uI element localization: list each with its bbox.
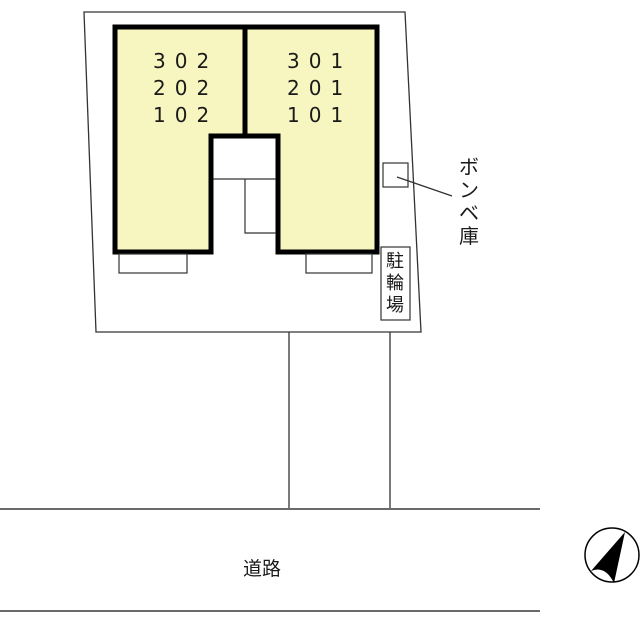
bicycle-parking-label: 駐輪場 [386, 251, 404, 316]
gas-cylinder-storage-box [382, 162, 409, 188]
unit-102: 102 [153, 103, 219, 127]
left-unit-numbers: 302 202 102 [153, 48, 218, 129]
building-outline [112, 24, 380, 255]
road-label: 道路 [243, 558, 282, 580]
unit-101: 101 [287, 103, 353, 127]
stair-outline [244, 179, 276, 234]
right-unit-numbers: 301 201 101 [287, 48, 352, 129]
unit-301: 301 [287, 49, 353, 73]
gas-storage-leader-line [396, 176, 453, 197]
north-arrow-icon [584, 527, 640, 583]
right-balcony [305, 253, 373, 274]
gas-cylinder-storage-label: ボンベ庫 [459, 155, 479, 248]
unit-202: 202 [153, 76, 219, 100]
unit-302: 302 [153, 49, 219, 73]
left-balcony [118, 253, 188, 274]
unit-201: 201 [287, 76, 353, 100]
bicycle-parking-box [380, 246, 411, 321]
